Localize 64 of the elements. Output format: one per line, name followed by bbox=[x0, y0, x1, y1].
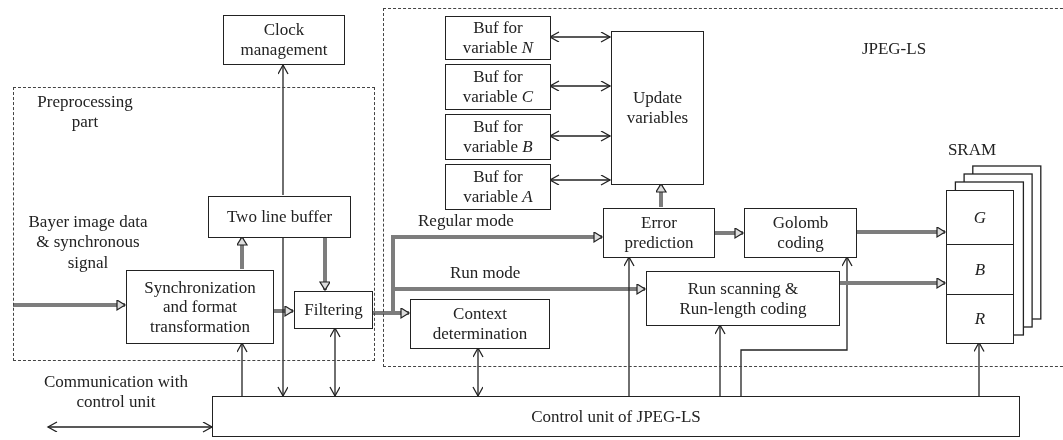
thick-arrow bbox=[839, 277, 946, 289]
box-label: Buf for variable B bbox=[462, 117, 534, 157]
annotation-text: Bayer image data & synchronous signal bbox=[27, 212, 149, 274]
double-arrow bbox=[472, 347, 484, 397]
arrow bbox=[236, 342, 248, 397]
box-label: R bbox=[973, 308, 987, 329]
thick-arrow bbox=[13, 299, 126, 311]
dashed-group-frame bbox=[383, 8, 1063, 367]
annotation-text: Communication with control unit bbox=[43, 372, 189, 413]
memory-cell bbox=[946, 190, 1014, 245]
edge-label: Regular mode bbox=[418, 212, 514, 231]
arrow bbox=[714, 324, 726, 397]
process-box bbox=[294, 291, 373, 329]
box-label: Two line buffer bbox=[225, 207, 334, 227]
process-box bbox=[445, 16, 551, 60]
arrow bbox=[740, 256, 853, 397]
box-label: Run scanning & Run-length coding bbox=[678, 278, 808, 319]
dashed-group-frame bbox=[13, 87, 375, 361]
box-label: Buf for variable N bbox=[461, 18, 535, 58]
box-label: Synchronization and format transformation bbox=[143, 277, 257, 337]
box-label: Clock management bbox=[239, 20, 329, 60]
double-arrow bbox=[549, 31, 611, 43]
double-arrow bbox=[329, 327, 341, 397]
process-box bbox=[208, 196, 351, 238]
process-box bbox=[223, 15, 345, 65]
process-box bbox=[744, 208, 857, 258]
thick-arrow bbox=[856, 226, 946, 238]
group-title: Preprocessing part bbox=[36, 92, 134, 133]
memory-cell bbox=[946, 294, 1014, 344]
process-box bbox=[611, 31, 704, 185]
box-label: Buf for variable C bbox=[461, 67, 535, 107]
group-title: SRAM bbox=[946, 140, 998, 161]
double-arrow bbox=[47, 421, 213, 433]
process-box bbox=[445, 114, 551, 160]
box-label: Filtering bbox=[303, 300, 364, 320]
memory-cell bbox=[946, 244, 1014, 295]
box-label: G bbox=[972, 207, 988, 228]
box-label: Control unit of JPEG-LS bbox=[530, 406, 702, 427]
double-arrow bbox=[549, 80, 611, 92]
double-arrow bbox=[549, 174, 611, 186]
group-title: JPEG-LS bbox=[860, 39, 928, 60]
double-arrow bbox=[549, 130, 611, 142]
process-box bbox=[445, 164, 551, 210]
thick-arrow bbox=[236, 236, 248, 269]
thick-arrow bbox=[319, 237, 331, 291]
arrow bbox=[277, 236, 289, 397]
thick-arrow bbox=[714, 227, 744, 239]
box-label: Update variables bbox=[625, 88, 690, 128]
process-box bbox=[646, 271, 840, 326]
box-label: Buf for variable A bbox=[462, 167, 534, 207]
box-label: Context determination bbox=[431, 304, 529, 344]
process-box bbox=[603, 208, 715, 258]
process-box bbox=[126, 270, 274, 344]
thick-arrow bbox=[372, 283, 646, 315]
arrow bbox=[623, 256, 635, 397]
box-label: B bbox=[973, 259, 987, 280]
thick-arrow bbox=[273, 305, 294, 317]
process-box bbox=[410, 299, 550, 349]
box-label: Golomb coding bbox=[771, 213, 830, 253]
box-label: Error prediction bbox=[623, 213, 695, 253]
process-box bbox=[212, 396, 1020, 437]
arrow bbox=[277, 64, 289, 196]
thick-arrow bbox=[655, 183, 667, 207]
process-box bbox=[445, 64, 551, 110]
